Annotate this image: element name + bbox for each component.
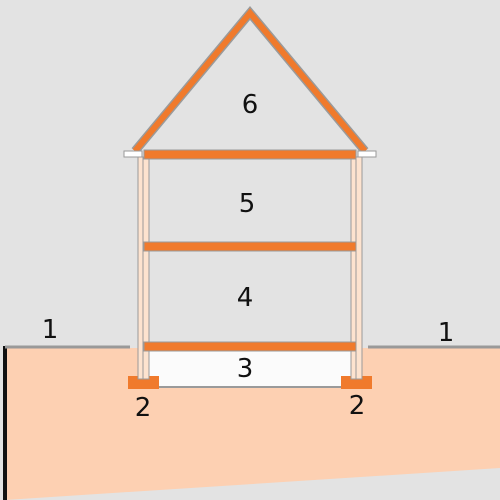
label-ground-left: 1	[42, 315, 59, 345]
basement-space	[148, 350, 352, 387]
label-foundation-left: 2	[135, 393, 152, 423]
label-ground-right: 1	[438, 318, 455, 348]
roof-inner	[132, 8, 368, 153]
foundation-right	[341, 376, 372, 389]
label-attic: 6	[242, 90, 259, 120]
foundation-left	[128, 376, 159, 389]
label-foundation-right: 2	[349, 391, 366, 421]
soil-left-edge	[3, 346, 7, 500]
slab-upper	[143, 241, 357, 252]
roof	[131, 5, 369, 154]
slab-attic	[143, 149, 357, 160]
slab-ground	[143, 341, 357, 352]
label-upper-floor: 5	[239, 189, 256, 219]
label-ground-floor: 4	[237, 283, 254, 313]
label-basement: 3	[237, 354, 254, 384]
eave-right	[357, 150, 377, 158]
eave-left	[123, 150, 143, 158]
